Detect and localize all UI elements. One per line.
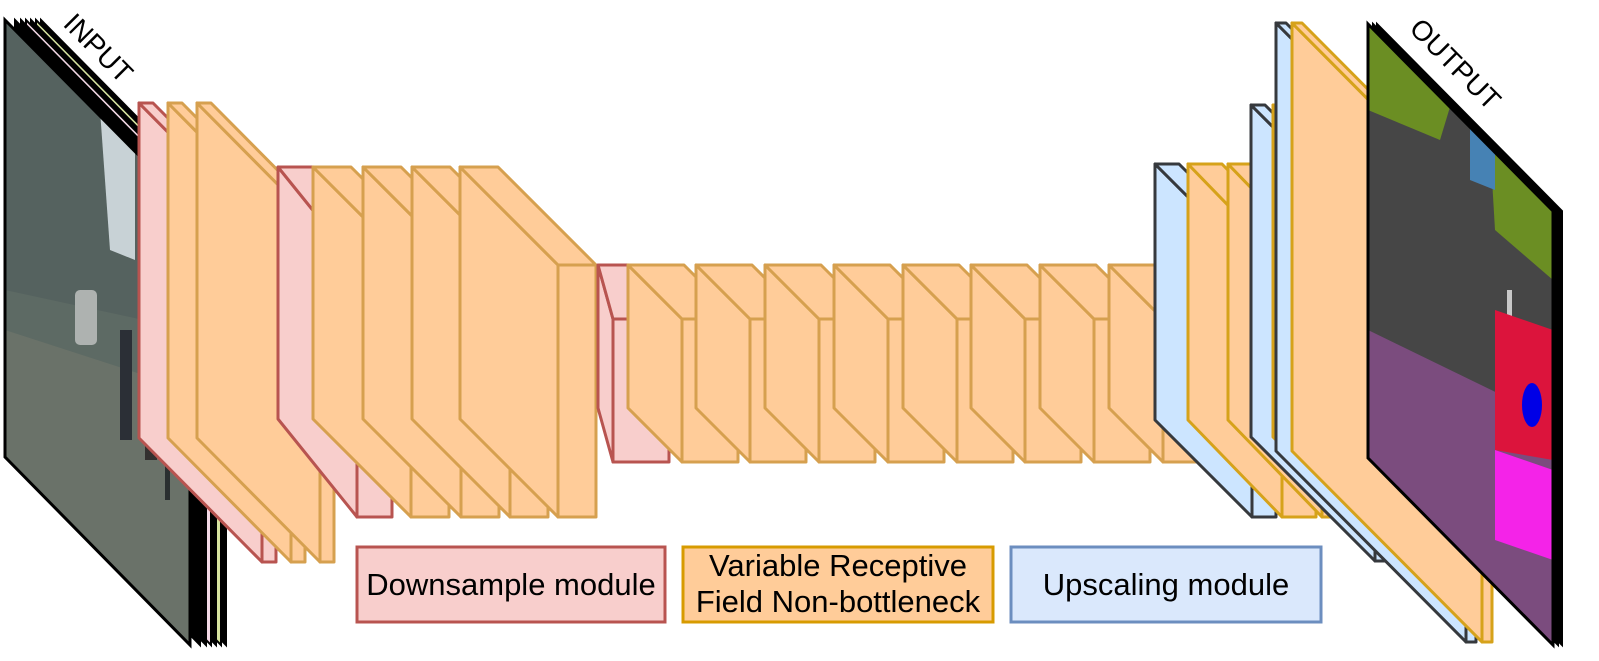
output-vegetation-region-2 xyxy=(1490,145,1553,280)
output-sky-region xyxy=(1470,120,1495,190)
output-segmentation xyxy=(1366,20,1555,649)
legend: Downsample module Variable Receptive Fie… xyxy=(355,545,1323,624)
nonbottleneck-block xyxy=(458,165,598,519)
output-car-region xyxy=(1522,383,1542,427)
legend-nonbottleneck-label-line-1: Variable Receptive xyxy=(709,548,967,583)
legend-upscaling: Upscaling module xyxy=(1009,545,1323,624)
legend-nonbottleneck: Variable Receptive Field Non-bottleneck xyxy=(681,545,995,624)
input-image-person-1 xyxy=(120,330,132,440)
output-sidewalk-region xyxy=(1495,450,1553,560)
legend-upscaling-label: Upscaling module xyxy=(1043,567,1289,602)
nonbottleneck-block-front xyxy=(556,263,598,519)
input-image-car xyxy=(75,290,97,345)
legend-downsample: Downsample module xyxy=(355,545,667,624)
legend-nonbottleneck-box xyxy=(681,545,995,624)
output-person-region xyxy=(1495,310,1553,460)
legend-upscaling-box xyxy=(1009,545,1323,624)
legend-nonbottleneck-label-line-2: Field Non-bottleneck xyxy=(696,584,981,619)
legend-downsample-label: Downsample module xyxy=(366,567,655,602)
input-image-sky xyxy=(100,110,135,260)
output-vegetation-region xyxy=(1368,24,1450,140)
legend-downsample-box xyxy=(355,545,667,624)
